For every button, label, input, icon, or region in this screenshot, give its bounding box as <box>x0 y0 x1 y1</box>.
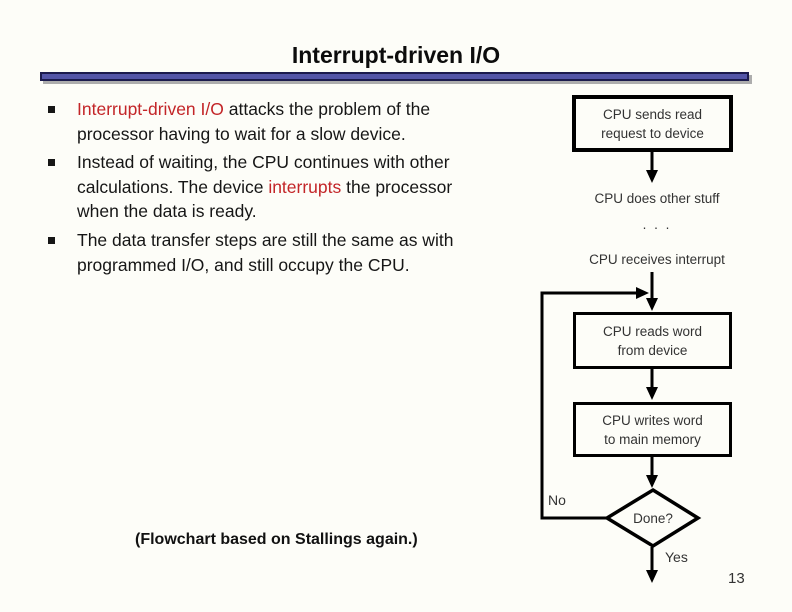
bullet-item: The data transfer steps are still the sa… <box>48 228 548 277</box>
highlighted-term: interrupts <box>268 176 342 197</box>
bullet-square-icon <box>48 159 55 167</box>
bullet-text-segment: Instead of waiting, the CPU continues wi… <box>77 152 450 173</box>
bullet-item: Instead of waiting, the CPU continues wi… <box>48 150 548 224</box>
bullet-text-segment: attacks the problem of the <box>223 99 431 119</box>
bullet-text-segment: processor having to wait for a slow devi… <box>77 123 406 144</box>
bullet-square-icon <box>48 106 55 113</box>
bullet-item: Interrupt-driven I/O attacks the problem… <box>48 97 548 146</box>
highlighted-term: Interrupt-driven I/O <box>77 99 224 119</box>
flow-box-write-word: CPU writes word to main memory <box>573 402 732 457</box>
arrowhead-down-1 <box>646 170 658 183</box>
flow-text-ellipsis: . . . <box>642 217 672 232</box>
flow-branch-no-label: No <box>548 492 566 508</box>
page-title: Interrupt-driven I/O <box>291 42 501 68</box>
bullet-text-segment: The data transfer steps are still the sa… <box>77 229 454 250</box>
bullet-text: Interrupt-driven I/O attacks the problem… <box>77 97 430 146</box>
title-divider-bar <box>40 72 749 81</box>
flow-text-receives-interrupt: CPU receives interrupt <box>589 252 725 267</box>
bullet-text-segment: programmed I/O, and still occupy the CPU… <box>77 254 410 275</box>
flow-decision-label: Done? <box>633 511 673 526</box>
arrowhead-down-5 <box>646 570 658 583</box>
bullet-text-segment: when the data is ready. <box>77 201 257 222</box>
page-number: 13 <box>728 570 745 587</box>
arrowhead-right-loop <box>636 287 649 299</box>
bullet-text-line: Instead of waiting, the CPU continues wi… <box>77 150 452 175</box>
bullet-text: The data transfer steps are still the sa… <box>77 228 453 277</box>
bullet-text-line: The data transfer steps are still the sa… <box>77 228 453 253</box>
bullet-text: Instead of waiting, the CPU continues wi… <box>77 150 452 224</box>
arrowhead-down-4 <box>646 475 658 488</box>
arrowhead-down-2 <box>646 298 658 311</box>
bullet-text-line: calculations. The device interrupts the … <box>77 175 452 200</box>
bullet-text-segment: calculations. The device <box>77 176 269 197</box>
flow-branch-yes-label: Yes <box>665 549 688 565</box>
arrowhead-down-3 <box>646 387 658 400</box>
flow-box-send-request: CPU sends read request to device <box>572 95 733 152</box>
bullet-text-line: processor having to wait for a slow devi… <box>77 122 430 147</box>
bullet-text-line: Interrupt-driven I/O attacks the problem… <box>77 97 430 122</box>
bullet-text-segment: the processor <box>341 176 453 197</box>
bullet-text-line: programmed I/O, and still occupy the CPU… <box>77 253 453 278</box>
bullet-square-icon <box>48 236 55 244</box>
bullet-text-line: when the data is ready. <box>77 199 452 224</box>
flow-box-read-word: CPU reads word from device <box>573 312 732 369</box>
flow-text-other-stuff: CPU does other stuff <box>594 191 720 206</box>
figure-caption: (Flowchart based on Stallings again.) <box>135 531 418 548</box>
bullet-list: Interrupt-driven I/O attacks the problem… <box>48 97 548 281</box>
